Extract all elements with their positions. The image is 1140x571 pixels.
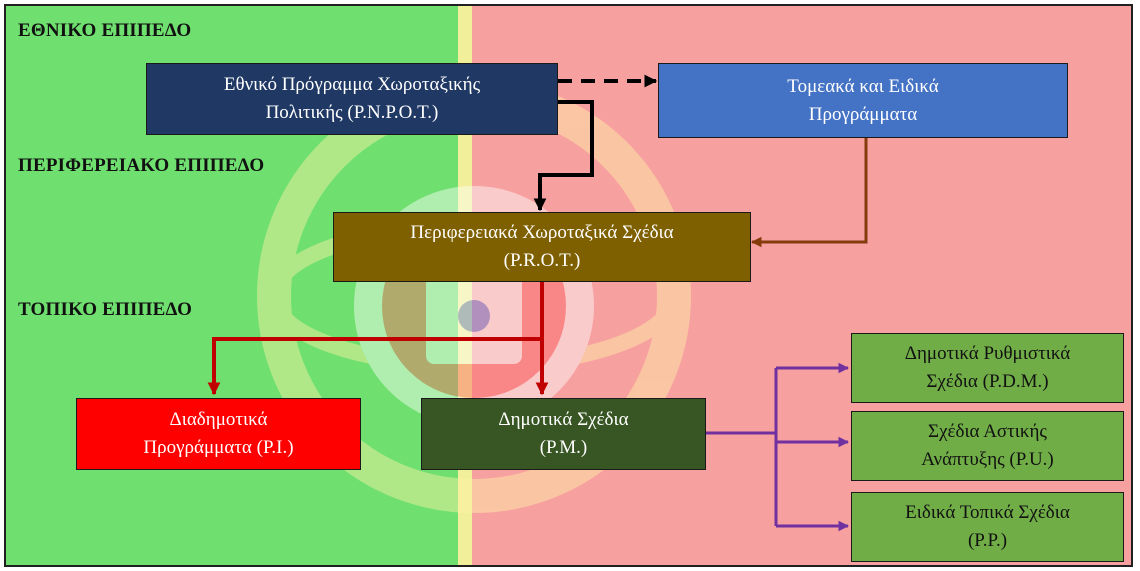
level-regional-label: ΠΕΡΙΦΕΡΕΙΑΚΟ ΕΠΙΠΕΔΟ [18,155,265,176]
box-pu-line1: Σχέδια Αστικής [928,421,1047,443]
box-pm-line1: Δημοτικά Σχέδια [498,409,629,431]
diagram-frame: ΕΘΝΙΚΟ ΕΠΙΠΕΔΟ ΠΕΡΙΦΕΡΕΙΑΚΟ ΕΠΙΠΕΔΟ ΤΟΠΙ… [4,4,1133,567]
arrow-prot-to-pi [207,337,542,396]
box-pi-line2: Προγράμματα (P.I.) [143,437,294,458]
box-pdm-line2: Σχέδια (P.D.M.) [926,371,1049,392]
arrow-sectoral-to-prot [750,138,868,248]
box-sectoral-line2: Προγράμματα [808,103,918,125]
box-pnpot-line1: Εθνικό Πρόγραμμα Χωροταξικής [223,74,481,96]
box-prot-line1: Περιφερειακά Χωροταξικά Σχέδια [410,222,674,244]
box-pp: Ειδικά Τοπικά Σχέδια (P.P.) [851,492,1124,562]
connectors-layer [207,74,868,532]
box-prot: Περιφερειακά Χωροταξικά Σχέδια (P.R.O.T.) [333,212,751,282]
box-pi-line1: Διαδημοτικά [169,409,268,431]
box-prot-line2: (P.R.O.T.) [503,250,581,271]
box-sectoral-line1: Τομεακά και Ειδικά [787,75,939,97]
box-pp-line1: Ειδικά Τοπικά Σχέδια [905,502,1070,524]
box-pm-line2: (P.M.) [539,437,588,458]
level-local-label: ΤΟΠΙΚΟ ΕΠΙΠΕΔΟ [18,299,193,320]
box-pp-line2: (P.P.) [967,530,1008,551]
arrow-pnpot-to-prot [533,100,594,212]
box-pu-line2: Ανάπτυξης (P.U.) [921,449,1054,470]
level-national-label: ΕΘΝΙΚΟ ΕΠΙΠΕΔΟ [18,20,192,41]
box-pm: Δημοτικά Σχέδια (P.M.) [421,398,706,470]
box-pnpot-line2: Πολιτικής (P.N.P.O.T.) [265,102,439,123]
box-pdm-line1: Δημοτικά Ρυθμιστικά [904,343,1071,365]
